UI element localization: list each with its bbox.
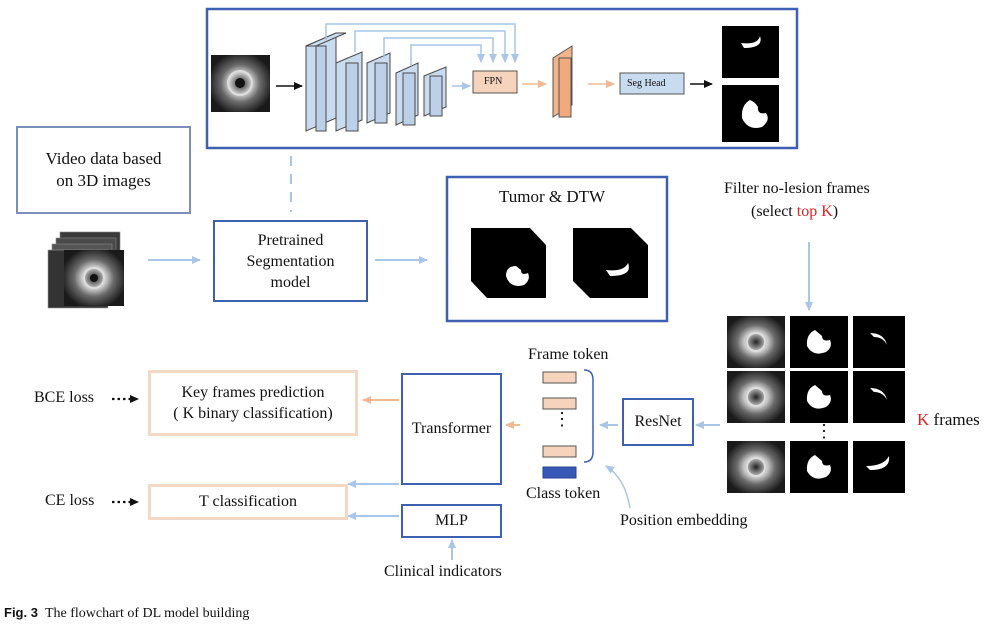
tumor-dtw-title: Tumor & DTW: [499, 187, 606, 206]
seg-output-mask-dtw: [722, 26, 779, 78]
seg-head-block: [619, 72, 685, 95]
bce-loss-label: BCE loss: [34, 389, 95, 406]
filter-line1: Filter no-lesion frames: [724, 180, 870, 197]
frame-token-ellipsis: ⋮: [553, 409, 571, 429]
position-embedding-label: Position embedding: [620, 512, 748, 529]
tumor-dtw-box: [445, 175, 669, 323]
input-video-stack: [47, 231, 124, 309]
caption-fig-label: Fig. 3: [4, 605, 38, 620]
figure-caption: Fig. 3 The flowchart of DL model buildin…: [4, 605, 249, 622]
class-token-label: Class token: [526, 485, 601, 502]
k-frames-ellipsis: ⋮: [815, 421, 833, 441]
clinical-indicators-label: Clinical indicators: [384, 563, 502, 580]
k-frames-grid: [727, 316, 905, 493]
mlp-box: MLP: [401, 504, 502, 538]
keyframes-line1: Key frames prediction: [181, 384, 325, 401]
fpn-block: [472, 70, 518, 94]
k-frames-k: K: [917, 410, 930, 429]
pretrained-line2: Segmentation: [246, 252, 335, 270]
filter-top-k: top K: [796, 203, 833, 220]
tumor-mask-3d: [471, 228, 546, 298]
class-token: [542, 466, 577, 479]
filter-line2: (select top K): [751, 203, 838, 221]
seg-head-label: Seg Head: [627, 78, 666, 89]
resnet-box: ResNet: [622, 398, 694, 446]
k-frames-rest: frames: [929, 410, 980, 429]
pretrained-line1: Pretrained: [257, 231, 324, 249]
keyframes-line2: ( K binary classification): [173, 405, 333, 422]
fpn-output-block: [552, 45, 573, 118]
encoder-blocks: [305, 32, 447, 132]
filter-line2-a: (select: [751, 203, 797, 220]
input-line2: on 3D images: [56, 171, 151, 190]
transformer-box: Transformer: [401, 373, 502, 485]
frame-token-label: Frame token: [528, 346, 609, 363]
fpn-label: FPN: [484, 76, 503, 87]
caption-text: The flowchart of DL model building: [44, 606, 250, 621]
token-bracket: [583, 369, 594, 463]
filter-line2-c: ): [832, 203, 839, 220]
k-frames-label: K frames: [917, 410, 980, 430]
segmentation-architecture-box: [205, 7, 799, 150]
t-classification-box: T classification: [148, 484, 348, 520]
input-line1: Video data based: [45, 149, 162, 168]
pretrained-line3: model: [270, 273, 311, 291]
pretrained-segmentation-model-box: Pretrained Segmentation model: [213, 220, 368, 302]
frame-tokens: [542, 371, 577, 458]
dtw-mask-3d: [573, 228, 648, 298]
key-frames-prediction-box: Key frames prediction ( K binary classif…: [148, 370, 358, 436]
input-description-box: Video data based on 3D images: [16, 126, 191, 214]
ce-loss-label: CE loss: [45, 492, 95, 509]
